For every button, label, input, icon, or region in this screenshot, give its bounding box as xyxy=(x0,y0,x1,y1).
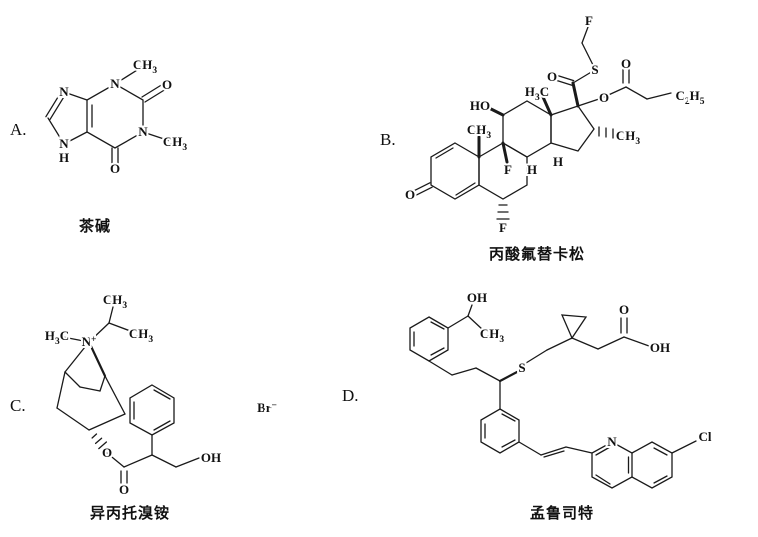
atom-label-n9: N xyxy=(59,136,69,151)
atom-label-ch3: CH3 xyxy=(129,326,154,345)
bonds-d xyxy=(409,304,697,489)
caption-b: 丙酸氟替卡松 xyxy=(488,247,585,263)
atom-labels-b: O CH3 HO H3C F F H H O S F O O C2H5 CH3 xyxy=(403,11,707,237)
atom-label-oh: OH xyxy=(650,340,670,355)
atom-label-ch3: CH3 xyxy=(133,57,158,76)
atom-label-ch3: CH3 xyxy=(616,128,641,147)
atom-label-c2h5: C2H5 xyxy=(675,88,704,107)
structure-c-ipratropium-bromide: H3C N+ CH3 CH3 O O OH Br− xyxy=(43,290,279,499)
atom-label-h: H xyxy=(527,162,537,177)
atom-label-o: O xyxy=(621,56,631,71)
structure-d-montelukast: OH CH3 S O OH N Cl xyxy=(409,288,714,489)
bonds-a xyxy=(45,66,171,165)
atom-label-f6: F xyxy=(499,220,507,235)
atom-label-h: H xyxy=(59,150,69,165)
atom-label-o: O xyxy=(162,77,172,92)
bonds-c xyxy=(56,306,200,484)
atom-label-oh: OH xyxy=(467,290,487,305)
atom-label-h: H xyxy=(553,154,563,169)
atom-label-o: O xyxy=(119,482,129,497)
atom-label-o: O xyxy=(110,161,120,176)
atom-label-br-minus: Br− xyxy=(257,400,277,415)
atom-label-f: F xyxy=(585,13,593,28)
atom-label-s: S xyxy=(518,360,525,375)
bonds-b xyxy=(411,26,672,220)
atom-label-ch3: CH3 xyxy=(467,122,492,141)
atom-label-o: O xyxy=(102,445,112,460)
atom-label-ch3: CH3 xyxy=(163,134,188,153)
atom-label-ch3: CH3 xyxy=(103,292,128,311)
atom-label-n-plus: N+ xyxy=(82,334,97,349)
atom-labels-c: H3C N+ CH3 CH3 O O OH Br− xyxy=(43,290,279,499)
atom-label-o: O xyxy=(547,69,557,84)
option-label-b: B. xyxy=(380,130,396,149)
caption-c: 异丙托溴铵 xyxy=(89,506,170,522)
atom-label-n1: N xyxy=(110,76,120,91)
atom-labels-a: N CH3 O N CH3 O N N H xyxy=(57,55,189,178)
option-label-d: D. xyxy=(342,386,359,405)
structure-a-theophylline: N CH3 O N CH3 O N N H xyxy=(45,55,189,178)
atom-label-h3c: H3C xyxy=(525,84,549,103)
option-label-c: C. xyxy=(10,396,26,415)
option-label-a: A. xyxy=(10,120,27,139)
atom-label-h3c: H3C xyxy=(45,328,69,347)
atom-label-ch3: CH3 xyxy=(480,326,505,345)
atom-label-o: O xyxy=(619,302,629,317)
atom-label-n3: N xyxy=(138,124,148,139)
atom-label-ho: HO xyxy=(470,98,490,113)
structure-b-fluticasone-propionate: O CH3 HO H3C F F H H O S F O O C2H5 CH3 xyxy=(403,11,707,237)
atom-label-cl: Cl xyxy=(699,429,712,444)
atom-label-n7: N xyxy=(59,84,69,99)
atom-labels-d: OH CH3 S O OH N Cl xyxy=(465,288,714,451)
atom-label-oh: OH xyxy=(201,450,221,465)
atom-label-o: O xyxy=(599,90,609,105)
atom-label-n: N xyxy=(607,434,617,449)
atom-label-o: O xyxy=(405,187,415,202)
atom-label-s: S xyxy=(591,62,598,77)
caption-d: 孟鲁司特 xyxy=(529,506,594,522)
caption-a: 茶碱 xyxy=(78,219,111,235)
atom-label-f9: F xyxy=(504,162,512,177)
